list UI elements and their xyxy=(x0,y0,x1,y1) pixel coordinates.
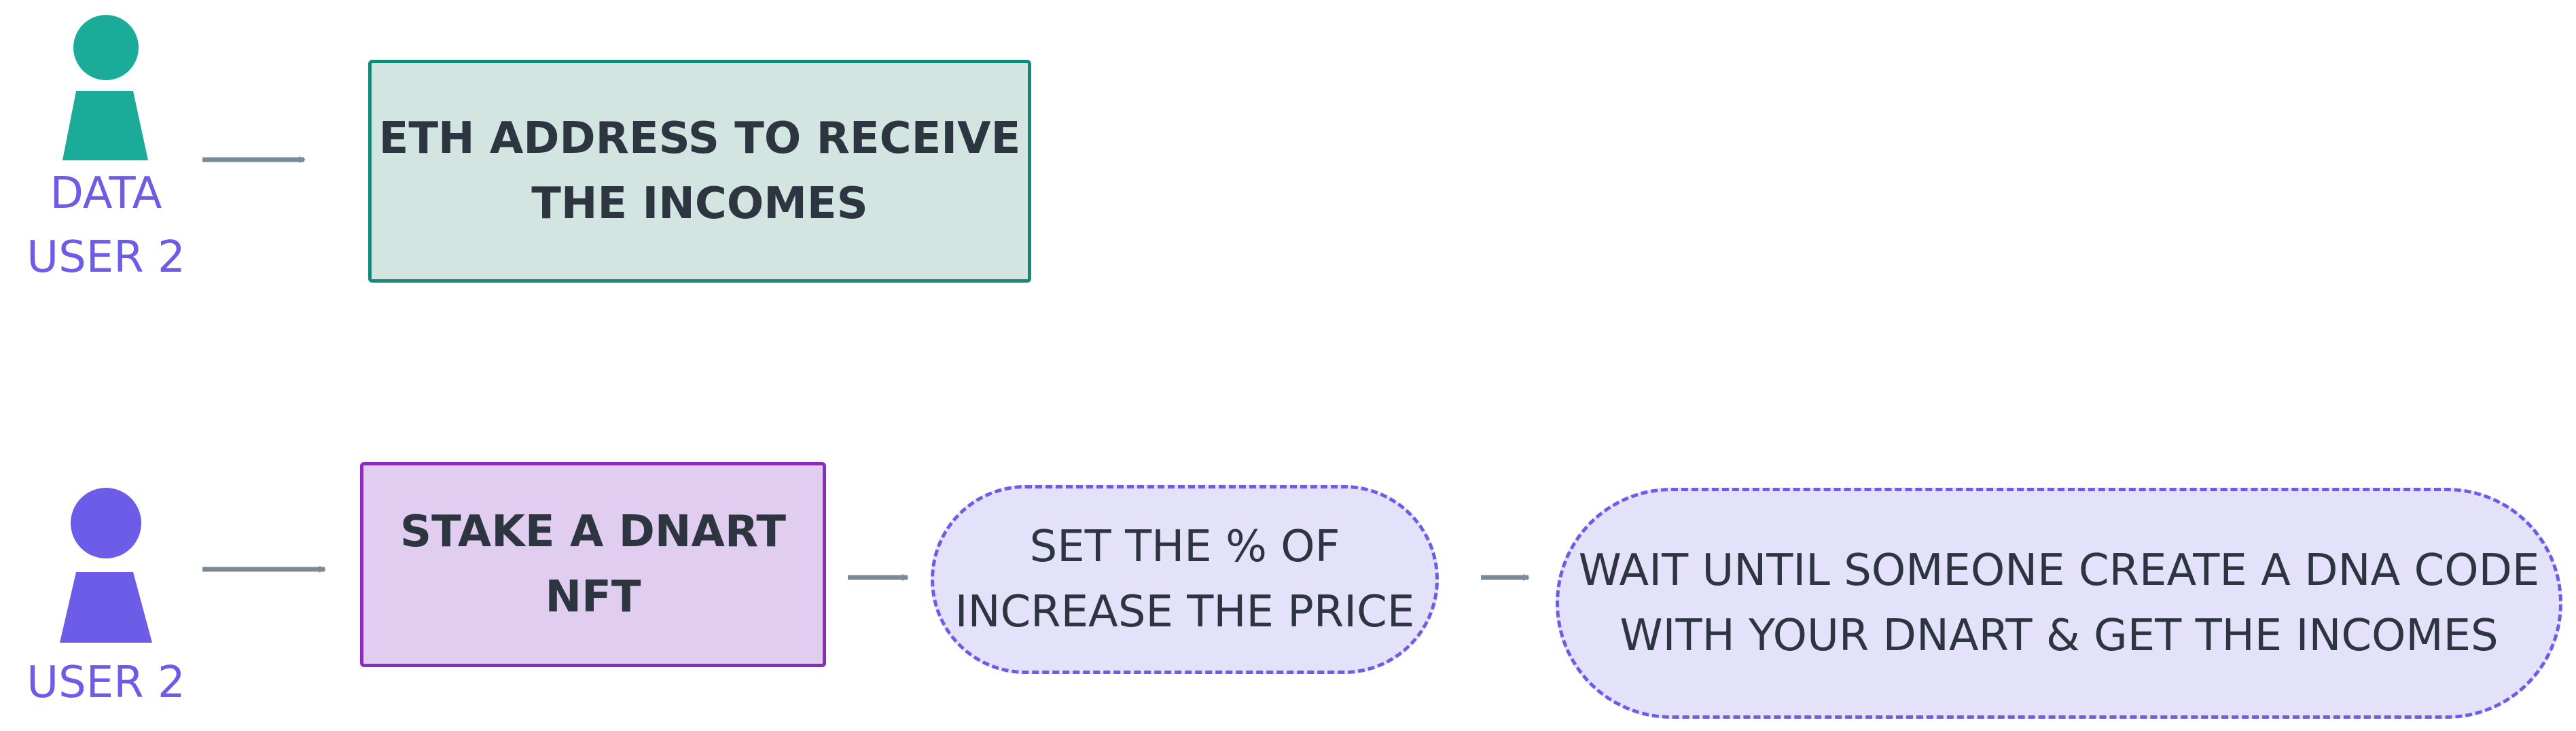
wait-for-incomes-line2: WITH YOUR DNART & GET THE INCOMES xyxy=(1620,611,2499,661)
user-icon-data-user xyxy=(62,15,148,160)
stake-dnart-box: STAKE A DNART NFT xyxy=(360,462,826,667)
eth-address-box-line2: THE INCOMES xyxy=(531,179,868,229)
actor2-label: USER 2 xyxy=(26,658,185,708)
actor1-label-line1: DATA xyxy=(50,168,162,219)
set-price-increase-line2: INCREASE THE PRICE xyxy=(954,587,1415,637)
actor1-label-line2: USER 2 xyxy=(26,232,185,283)
eth-address-box: ETH ADDRESS TO RECEIVE THE INCOMES xyxy=(368,60,1031,283)
eth-address-box-line1: ETH ADDRESS TO RECEIVE xyxy=(378,113,1021,164)
set-price-increase-step: SET THE % OF INCREASE THE PRICE xyxy=(931,485,1439,674)
user-icon-user xyxy=(60,488,152,643)
stake-dnart-box-line1: STAKE A DNART xyxy=(400,507,786,557)
actor1-label: DATA USER 2 xyxy=(0,162,215,289)
wait-for-incomes-line1: WAIT UNTIL SOMEONE CREATE A DNA CODE xyxy=(1578,546,2540,596)
wait-for-incomes-step: WAIT UNTIL SOMEONE CREATE A DNA CODE WIT… xyxy=(1556,488,2562,719)
stake-dnart-box-line2: NFT xyxy=(545,572,641,622)
set-price-increase-line1: SET THE % OF xyxy=(1029,522,1340,572)
